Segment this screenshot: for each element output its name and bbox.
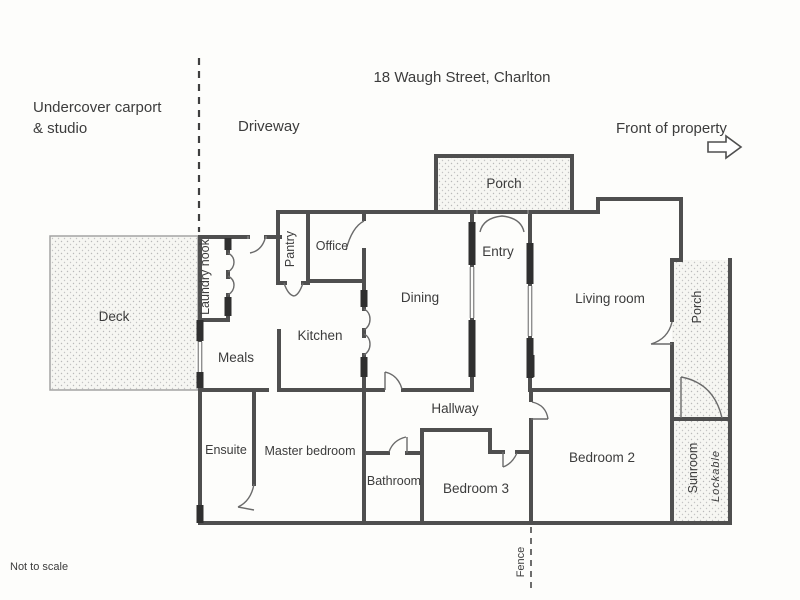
laundry-nook-label: Laundry nook [198,238,212,315]
not-to-scale-note: Not to scale [10,561,68,573]
front-of-property-label: Front of property [616,120,727,137]
kitchen-label: Kitchen [297,328,342,343]
bedroom2-label: Bedroom 2 [569,450,635,465]
master-bedroom-label: Master bedroom [264,444,355,458]
entry-label: Entry [482,244,514,259]
fence-label: Fence [515,547,527,578]
pantry-label: Pantry [283,230,297,267]
office-label: Office [316,239,348,253]
bathroom-label: Bathroom [367,474,421,488]
front-porch-area [434,154,574,214]
doors [227,210,723,511]
sunroom-area [672,419,730,523]
hallway-label: Hallway [431,401,479,416]
bedroom3-label: Bedroom 3 [443,481,509,496]
porch-right-label: Porch [690,291,704,324]
windows [196,267,534,372]
right-arrow-icon [707,134,743,160]
lockable-note: Lockable [710,450,722,502]
deck-label: Deck [99,309,130,324]
ensuite-label: Ensuite [205,443,247,457]
porch-top-label: Porch [486,176,521,191]
page-title: 18 Waugh Street, Charlton [373,69,550,86]
deck-area [49,235,199,391]
sunroom-label: Sunroom [686,443,700,494]
driveway-label: Driveway [238,118,300,135]
dining-label: Dining [401,290,439,305]
carport-label-line1: Undercover carport [33,99,162,116]
wall-black-segments [196,222,535,523]
meals-label: Meals [218,350,254,365]
carport-label-line2: & studio [33,120,87,137]
living-room-label: Living room [575,291,645,306]
walls [198,197,732,525]
